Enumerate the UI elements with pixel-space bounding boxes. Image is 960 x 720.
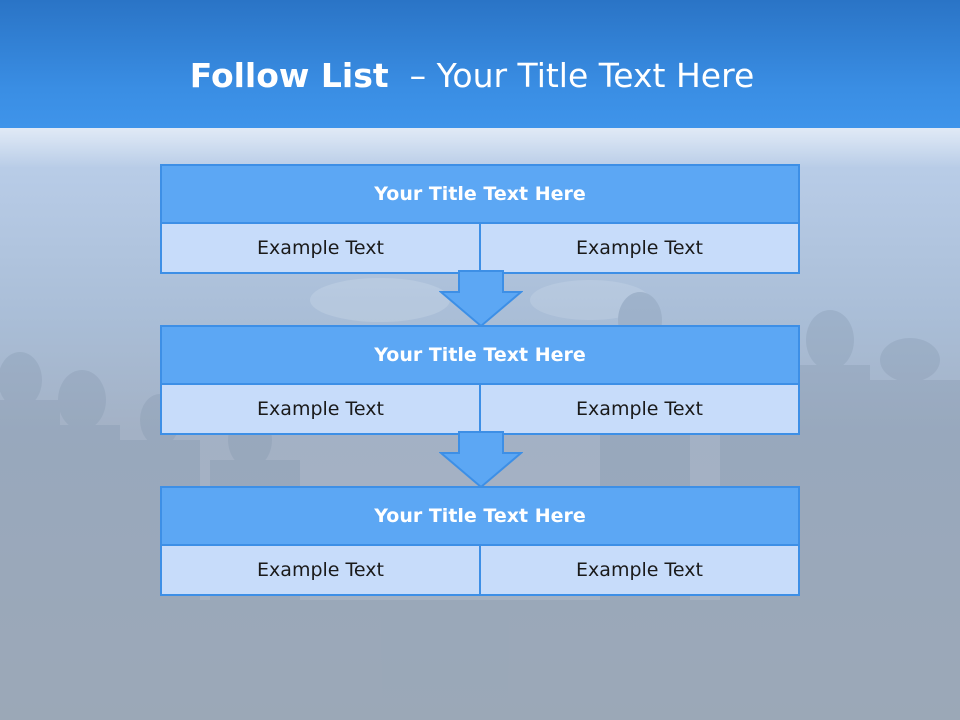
down-arrow-2 [439, 431, 523, 489]
step-block-1-title: Your Title Text Here [162, 166, 798, 224]
slide-title-rest: – Your Title Text Here [388, 56, 755, 95]
step-block-3-row: Example Text Example Text [162, 546, 798, 594]
step-block-1-right-cell: Example Text [576, 237, 703, 259]
step-block-2-row: Example Text Example Text [162, 385, 798, 433]
title-bar [0, 0, 960, 128]
title-bar-glow [0, 128, 960, 168]
step-block-3-left-cell: Example Text [162, 546, 481, 594]
step-block-3-title: Your Title Text Here [162, 488, 798, 546]
step-block-1-left-cell: Example Text [162, 224, 481, 272]
step-block-2-left-cell: Example Text [162, 385, 481, 433]
step-block-3-right-cell: Example Text [576, 559, 703, 581]
slide-title-bold: Follow List [189, 56, 389, 95]
step-block-1-row: Example Text Example Text [162, 224, 798, 272]
step-block-2-title: Your Title Text Here [162, 327, 798, 385]
step-block-1: Your Title Text Here Example Text Exampl… [160, 164, 800, 274]
step-block-2-right-cell: Example Text [576, 398, 703, 420]
step-block-2: Your Title Text Here Example Text Exampl… [160, 325, 800, 435]
slide-title: Follow List – Your Title Text Here [0, 52, 944, 100]
down-arrow-1 [439, 270, 523, 328]
step-block-3: Your Title Text Here Example Text Exampl… [160, 486, 800, 596]
